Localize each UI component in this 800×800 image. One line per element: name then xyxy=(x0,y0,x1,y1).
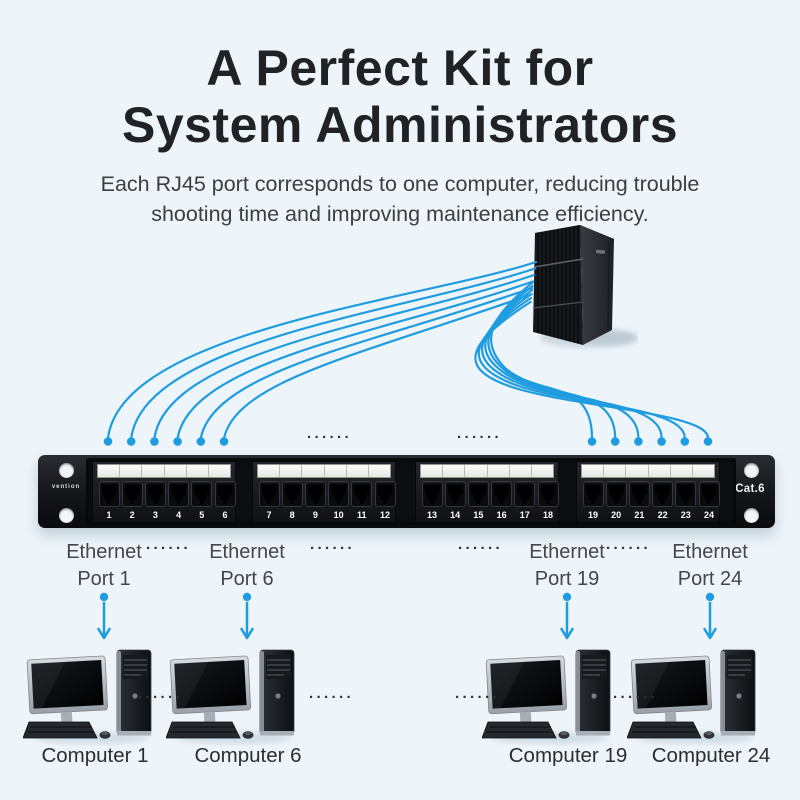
computer-label-24: Computer 24 xyxy=(651,744,771,767)
rj45-port xyxy=(491,481,513,507)
ellipsis-separator: ······ xyxy=(146,540,191,557)
rj45-port xyxy=(281,481,303,507)
desktop-computer-icon xyxy=(166,646,306,746)
label-strip xyxy=(97,464,231,478)
label-strip xyxy=(420,464,554,478)
arrow-down-icon xyxy=(240,592,254,640)
rj45-port xyxy=(698,481,720,507)
rj45-port xyxy=(675,481,697,507)
rj45-port xyxy=(628,481,650,507)
label-strip xyxy=(581,464,715,478)
rj45-port xyxy=(258,481,280,507)
mounting-hole xyxy=(58,507,74,523)
brand-label: vention xyxy=(51,484,81,490)
arrow-down-icon xyxy=(560,592,574,640)
rj45-port xyxy=(582,481,604,507)
ellipsis-separator: ······ xyxy=(458,540,503,557)
ellipsis-separator: ······ xyxy=(310,540,355,557)
rj45-port xyxy=(98,481,120,507)
ellipsis-separator: ······ xyxy=(613,689,658,706)
rj45-port xyxy=(444,481,466,507)
rj45-port xyxy=(537,481,559,507)
computer-label-19: Computer 19 xyxy=(508,744,628,767)
rj45-port xyxy=(605,481,627,507)
computer-label-6: Computer 6 xyxy=(194,744,302,767)
arrow-down-icon xyxy=(703,592,717,640)
arrow-down-icon xyxy=(97,592,111,640)
server-tower-icon xyxy=(532,225,638,348)
mounting-hole xyxy=(743,507,759,523)
rj45-port xyxy=(652,481,674,507)
rj45-port xyxy=(304,481,326,507)
rj45-port xyxy=(214,481,236,507)
ellipsis-separator: ······ xyxy=(455,689,500,706)
ellipsis-separator: ······ xyxy=(606,540,651,557)
rj45-port xyxy=(191,481,213,507)
mounting-hole xyxy=(743,462,759,478)
mounting-hole xyxy=(58,462,74,478)
rj45-port xyxy=(374,481,396,507)
computer-label-1: Computer 1 xyxy=(41,744,149,767)
rj45-port xyxy=(514,481,536,507)
ellipsis-separator: ······ xyxy=(309,689,354,706)
cable-endpoint-dots xyxy=(103,437,713,446)
desktop-computer-icon xyxy=(482,646,622,746)
ellipsis-separator: ······ xyxy=(307,429,352,446)
rj45-port xyxy=(328,481,350,507)
category-label: Cat.6 xyxy=(735,483,765,495)
rj45-port xyxy=(144,481,166,507)
rj45-port xyxy=(467,481,489,507)
label-strip xyxy=(257,464,391,478)
page-title-line-2: System Administrators xyxy=(121,97,679,153)
page-title-line-1: A Perfect Kit for xyxy=(206,40,594,96)
rj45-port xyxy=(351,481,373,507)
rj45-port xyxy=(421,481,443,507)
page-subtitle-line-1: Each RJ45 port corresponds to one comput… xyxy=(100,172,700,196)
page-subtitle-line-2: shooting time and improving maintenance … xyxy=(151,202,649,226)
ellipsis-separator: ······ xyxy=(138,689,183,706)
ellipsis-separator: ······ xyxy=(457,429,502,446)
rj45-port xyxy=(121,481,143,507)
rj45-port xyxy=(168,481,190,507)
